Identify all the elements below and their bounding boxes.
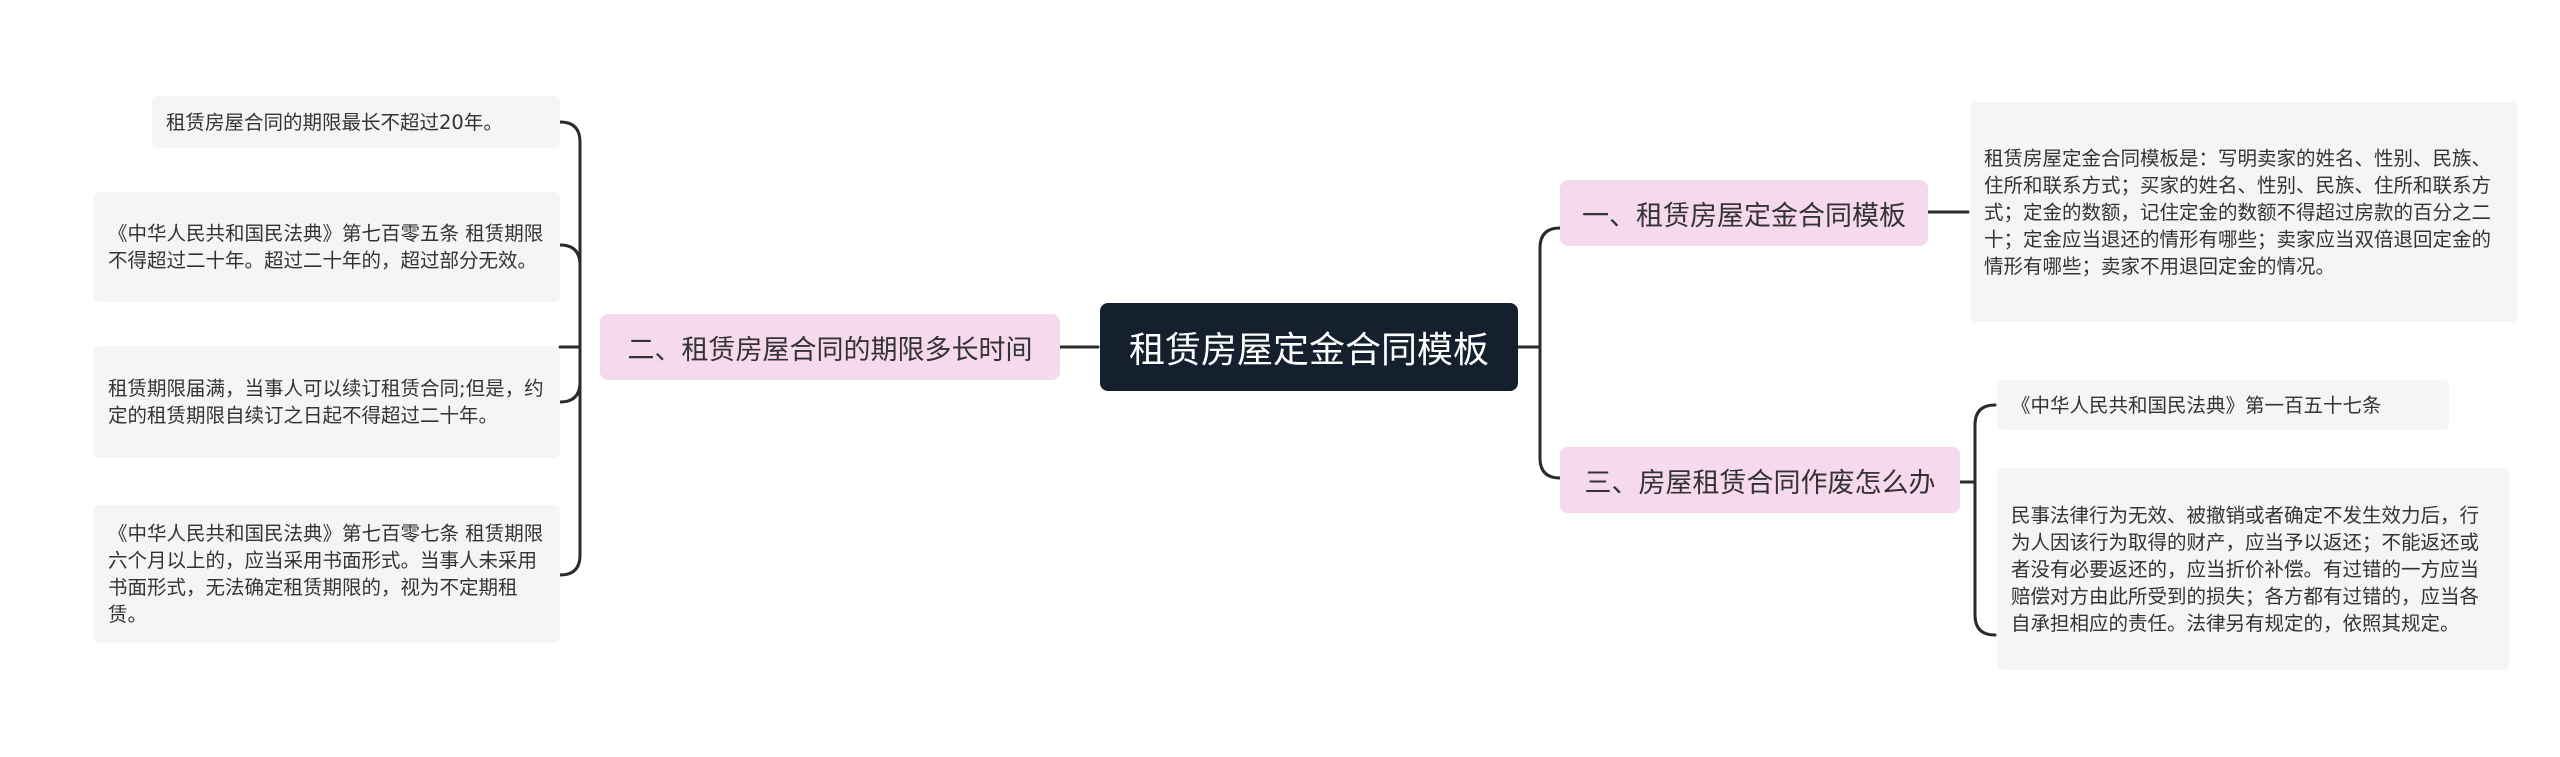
leaf-left-1[interactable]: 租赁房屋合同的期限最长不超过20年。 <box>152 96 560 148</box>
connector-right-bottom-trunk <box>1973 403 1997 637</box>
leaf-right-top-1[interactable]: 租赁房屋定金合同模板是：写明卖家的姓名、性别、民族、住所和联系方式；买家的姓名、… <box>1970 102 2518 322</box>
connector-left-leaf-3 <box>558 380 582 404</box>
leaf-right-bottom-2-text: 民事法律行为无效、被撤销或者确定不发生效力后，行为人因该行为取得的财产，应当予以… <box>2011 503 2480 635</box>
leaf-right-bottom-2[interactable]: 民事法律行为无效、被撤销或者确定不发生效力后，行为人因该行为取得的财产，应当予以… <box>1997 468 2509 670</box>
connector-left-leaf-2 <box>558 243 582 267</box>
connector-right-trunk <box>1538 226 1562 480</box>
connector-left-trunk <box>558 120 582 577</box>
branch-right-bottom-label: 三、房屋租赁合同作废怎么办 <box>1584 467 1936 499</box>
leaf-left-4-text: 《中华人民共和国民法典》第七百零七条 租赁期限六个月以上的，应当采用书面形式。当… <box>108 522 544 626</box>
leaf-left-3-text: 租赁期限届满，当事人可以续订租赁合同;但是，约定的租赁期限自续订之日起不得超过二… <box>108 377 544 427</box>
branch-right-top-label: 一、租赁房屋定金合同模板 <box>1582 200 1906 232</box>
leaf-right-bottom-1[interactable]: 《中华人民共和国民法典》第一百五十七条 <box>1997 380 2449 430</box>
root-topic-label: 租赁房屋定金合同模板 <box>1128 330 1489 371</box>
branch-left[interactable]: 二、租赁房屋合同的期限多长时间 <box>600 314 1060 380</box>
leaf-left-4[interactable]: 《中华人民共和国民法典》第七百零七条 租赁期限六个月以上的，应当采用书面形式。当… <box>94 505 560 643</box>
branch-right-top[interactable]: 一、租赁房屋定金合同模板 <box>1560 180 1928 246</box>
leaf-left-1-text: 租赁房屋合同的期限最长不超过20年。 <box>166 110 503 134</box>
root-topic[interactable]: 租赁房屋定金合同模板 <box>1100 303 1518 391</box>
leaf-left-2-text: 《中华人民共和国民法典》第七百零五条 租赁期限不得超过二十年。超过二十年的，超过… <box>108 222 544 272</box>
leaf-right-top-1-text: 租赁房屋定金合同模板是：写明卖家的姓名、性别、民族、住所和联系方式；买家的姓名、… <box>1984 146 2492 278</box>
leaf-left-2[interactable]: 《中华人民共和国民法典》第七百零五条 租赁期限不得超过二十年。超过二十年的，超过… <box>94 192 560 302</box>
branch-right-bottom[interactable]: 三、房屋租赁合同作废怎么办 <box>1560 447 1960 513</box>
branch-left-label: 二、租赁房屋合同的期限多长时间 <box>627 334 1033 366</box>
leaf-right-bottom-1-text: 《中华人民共和国民法典》第一百五十七条 <box>2011 393 2382 417</box>
leaf-left-3[interactable]: 租赁期限届满，当事人可以续订租赁合同;但是，约定的租赁期限自续订之日起不得超过二… <box>94 346 560 458</box>
